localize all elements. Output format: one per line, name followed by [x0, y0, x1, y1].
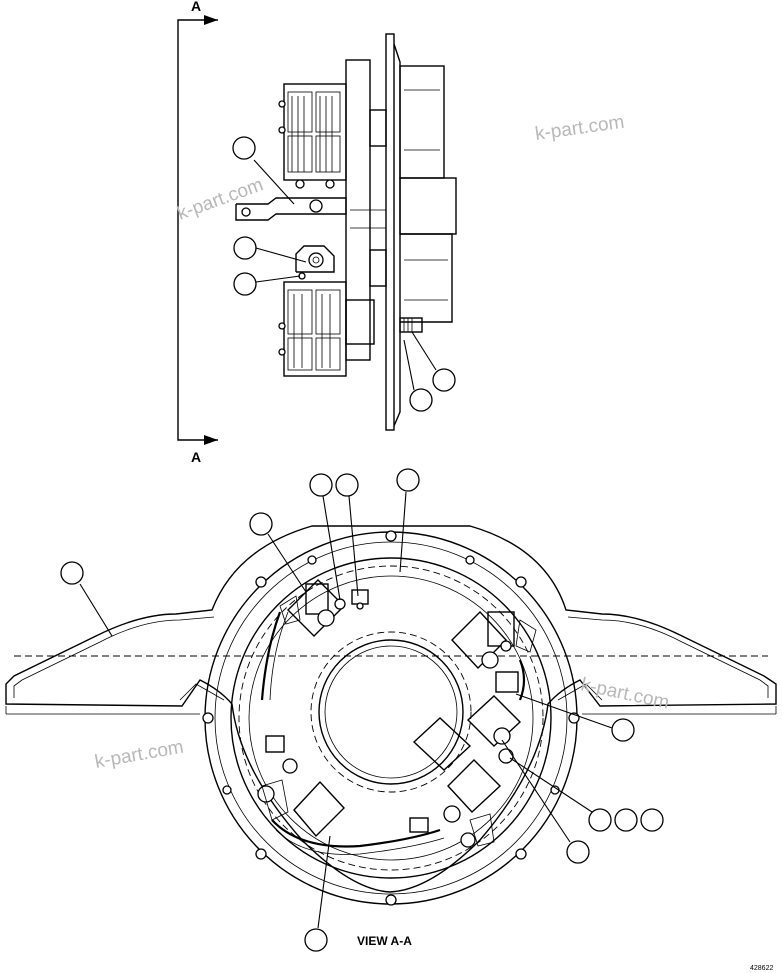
callout-balloon [409, 388, 433, 412]
section-label-bottom: A [191, 449, 201, 465]
view-label: VIEW A-A [357, 934, 412, 948]
section-marker: A A [177, 0, 218, 465]
watermark: k-part.com [579, 674, 671, 713]
callout-balloon [640, 808, 664, 832]
callout-balloon [249, 512, 273, 536]
section-label-top: A [191, 0, 201, 14]
callout-balloon [335, 473, 359, 497]
callout-balloon [304, 928, 328, 952]
callout-balloon [233, 236, 257, 260]
callout-balloon [432, 368, 456, 392]
callout-balloon [566, 840, 590, 864]
callout-balloon [588, 808, 612, 832]
figure-number: 428622 [750, 965, 773, 972]
watermark: k-part.com [175, 174, 267, 224]
side-view-assembly [235, 33, 457, 431]
callout-balloon [396, 468, 420, 492]
callout-balloon [611, 718, 635, 742]
watermark: k-part.com [534, 112, 626, 145]
end-view-assembly [5, 525, 777, 906]
watermarks: k-part.com k-part.com k-part.com k-part.… [93, 112, 671, 773]
callout-balloon [614, 808, 638, 832]
watermark: k-part.com [93, 737, 185, 773]
callout-balloon [60, 561, 84, 585]
callout-balloon [309, 473, 333, 497]
callout-balloon [232, 136, 256, 160]
callouts [60, 136, 664, 952]
callout-balloon [233, 272, 257, 296]
